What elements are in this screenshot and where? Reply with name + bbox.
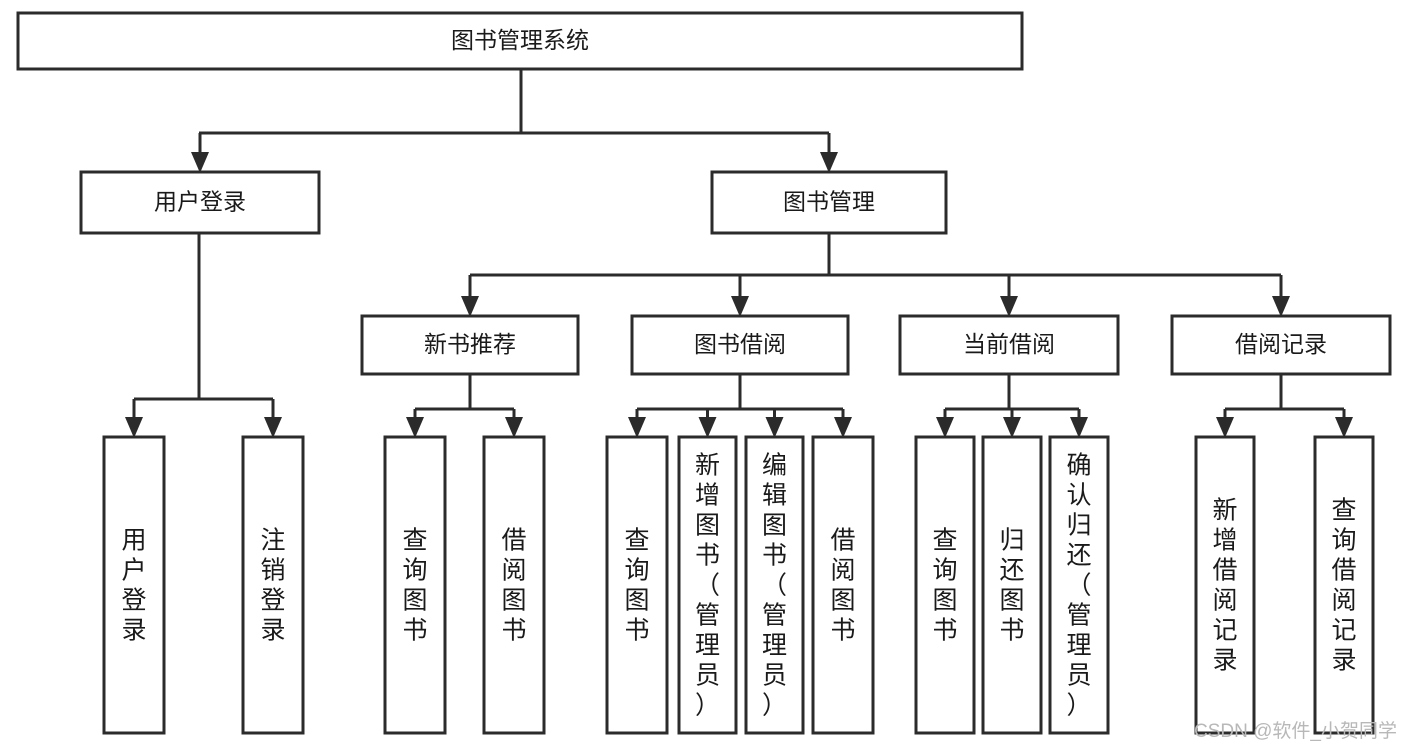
node-label: 用户登录: [121, 526, 146, 644]
node-label: 归还图书: [999, 526, 1024, 644]
node-leaf-logout[interactable]: 注销登录: [241, 435, 305, 735]
node-label: 图书借阅: [694, 331, 786, 357]
node-label: 图书管理: [783, 189, 875, 215]
connectors-layer: [125, 69, 1353, 438]
node-box[interactable]: [241, 435, 305, 735]
node-box[interactable]: [1313, 435, 1375, 735]
node-leaf-confirm-return[interactable]: 确认归还（管理员）: [1048, 435, 1110, 735]
node-box[interactable]: [383, 435, 447, 735]
arrow-head-icon: [731, 296, 749, 317]
node-current-borrow[interactable]: 当前借阅: [898, 314, 1120, 376]
node-box[interactable]: [914, 435, 976, 735]
node-user-login[interactable]: 用户登录: [79, 170, 321, 235]
arrow-head-icon: [628, 417, 646, 438]
arrow-head-icon: [264, 417, 282, 438]
arrow-head-icon: [1070, 417, 1088, 438]
arrow-head-icon: [765, 417, 784, 438]
node-book-borrow[interactable]: 图书借阅: [630, 314, 850, 376]
node-label: 图书管理系统: [451, 27, 589, 53]
arrow-head-icon: [820, 152, 838, 173]
node-box[interactable]: [102, 435, 166, 735]
node-box[interactable]: [1048, 435, 1110, 735]
arrow-head-icon: [936, 417, 954, 438]
arrow-head-icon: [505, 417, 523, 438]
node-leaf-query-book-3[interactable]: 查询图书: [914, 435, 976, 735]
node-leaf-query-book-2[interactable]: 查询图书: [605, 435, 669, 735]
node-label: 查询图书: [624, 526, 649, 644]
node-box[interactable]: [16, 11, 1024, 71]
arrow-head-icon: [1003, 417, 1021, 438]
arrow-head-icon: [834, 417, 852, 438]
node-box[interactable]: [744, 435, 805, 735]
node-label: 当前借阅: [963, 331, 1055, 357]
node-box[interactable]: [710, 170, 948, 235]
node-label: 确认归还（管理员）: [1066, 451, 1091, 719]
node-leaf-borrow-book-2[interactable]: 借阅图书: [811, 435, 875, 735]
node-root[interactable]: 图书管理系统: [16, 11, 1024, 71]
arrow-head-icon: [406, 417, 424, 438]
node-leaf-add-book[interactable]: 新增图书（管理员）: [677, 435, 738, 735]
node-label: 新增图书（管理员）: [695, 451, 720, 719]
arrow-head-icon: [191, 152, 209, 173]
node-box[interactable]: [79, 170, 321, 235]
node-box[interactable]: [630, 314, 850, 376]
node-box[interactable]: [981, 435, 1043, 735]
arrow-head-icon: [1272, 296, 1290, 317]
node-label: 查询图书: [932, 526, 957, 644]
arrow-head-icon: [698, 417, 717, 438]
arrow-head-icon: [1216, 417, 1234, 438]
node-box[interactable]: [605, 435, 669, 735]
node-label: 借阅图书: [830, 526, 855, 644]
node-label: 查询图书: [402, 526, 427, 644]
node-box[interactable]: [677, 435, 738, 735]
node-leaf-query-book-1[interactable]: 查询图书: [383, 435, 447, 735]
node-box[interactable]: [360, 314, 580, 376]
node-label: 注销登录: [260, 526, 285, 644]
node-leaf-user-login[interactable]: 用户登录: [102, 435, 166, 735]
node-new-book-rec[interactable]: 新书推荐: [360, 314, 580, 376]
node-box[interactable]: [1170, 314, 1392, 376]
node-box[interactable]: [898, 314, 1120, 376]
node-label: 查询借阅记录: [1331, 496, 1356, 674]
node-leaf-add-record[interactable]: 新增借阅记录: [1194, 435, 1256, 735]
node-box[interactable]: [811, 435, 875, 735]
node-box[interactable]: [482, 435, 546, 735]
arrow-head-icon: [461, 296, 479, 317]
node-box[interactable]: [1194, 435, 1256, 735]
arrow-head-icon: [125, 417, 143, 438]
node-book-manage[interactable]: 图书管理: [710, 170, 948, 235]
arrow-head-icon: [1335, 417, 1353, 438]
node-label: 编辑图书（管理员）: [762, 451, 787, 719]
node-borrow-record[interactable]: 借阅记录: [1170, 314, 1392, 376]
node-label: 借阅记录: [1235, 331, 1327, 357]
node-label: 新书推荐: [424, 331, 516, 357]
node-leaf-return-book[interactable]: 归还图书: [981, 435, 1043, 735]
node-leaf-borrow-book-1[interactable]: 借阅图书: [482, 435, 546, 735]
node-label: 借阅图书: [501, 526, 526, 644]
node-label: 用户登录: [154, 189, 246, 215]
arrow-head-icon: [1000, 296, 1018, 317]
node-leaf-edit-book[interactable]: 编辑图书（管理员）: [744, 435, 805, 735]
node-leaf-query-record[interactable]: 查询借阅记录: [1313, 435, 1375, 735]
node-label: 新增借阅记录: [1212, 496, 1237, 674]
nodes-layer: 图书管理系统用户登录图书管理新书推荐图书借阅当前借阅借阅记录用户登录注销登录查询…: [16, 11, 1392, 735]
